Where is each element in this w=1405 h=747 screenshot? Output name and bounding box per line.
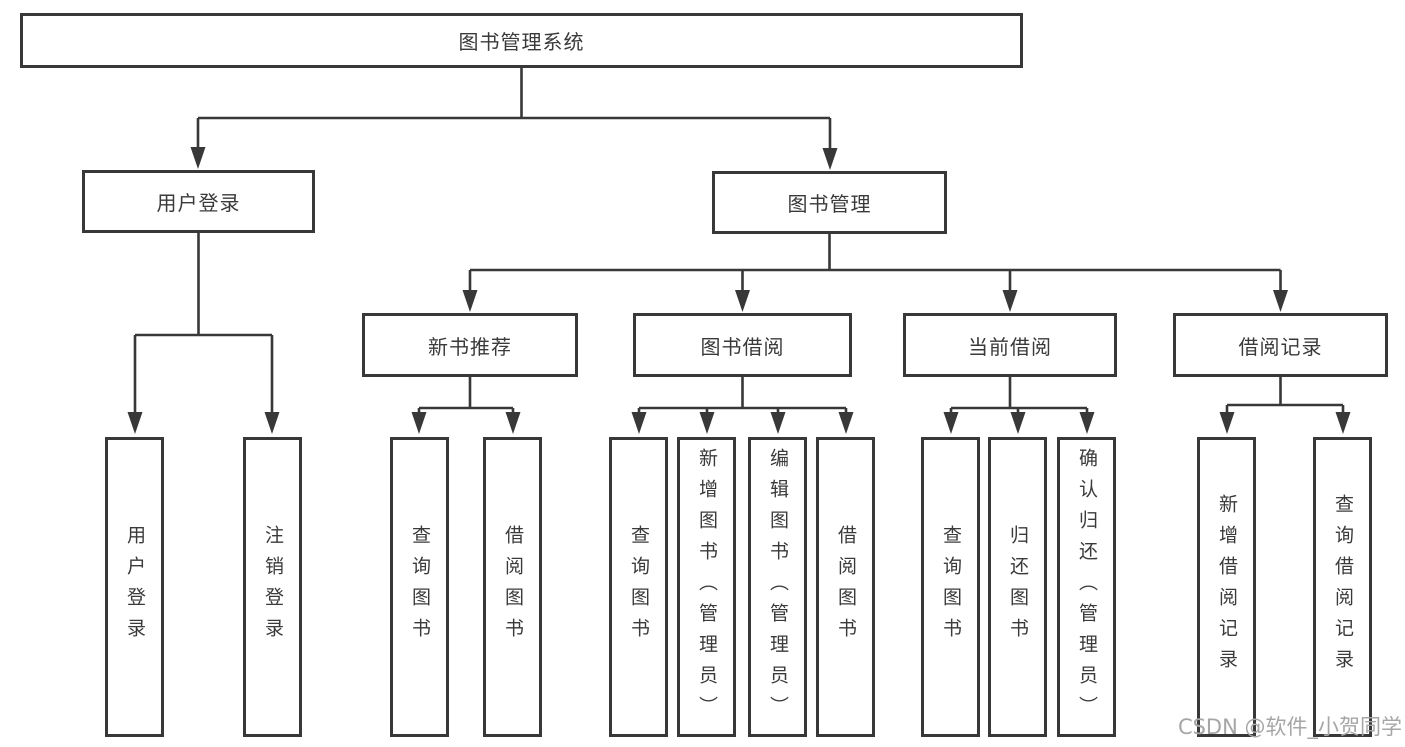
leaf-label: 借阅图书 bbox=[835, 525, 857, 649]
connector-current bbox=[949, 377, 1089, 413]
leaf-add-books-admin: 新增图书（管理员） bbox=[677, 437, 736, 737]
node-book-management: 图书管理 bbox=[712, 171, 947, 234]
leaf-query-borrow-record: 查询借阅记录 bbox=[1313, 437, 1372, 737]
node-label: 图书管理系统 bbox=[458, 30, 585, 54]
leaf-user-login: 用户登录 bbox=[105, 437, 164, 737]
arrowhead bbox=[822, 148, 838, 170]
leaf-label: 编辑图书（管理员） bbox=[767, 447, 789, 727]
leaf-label: 新增图书（管理员） bbox=[696, 447, 718, 727]
node-book-borrow: 图书借阅 bbox=[633, 313, 852, 377]
node-label: 借阅记录 bbox=[1238, 334, 1323, 359]
arrowhead bbox=[943, 412, 959, 434]
node-root-system: 图书管理系统 bbox=[20, 13, 1023, 68]
leaf-label: 注销登录 bbox=[262, 525, 284, 649]
node-current-borrow: 当前借阅 bbox=[903, 313, 1117, 377]
connector-records bbox=[1225, 377, 1345, 413]
leaf-logout: 注销登录 bbox=[243, 437, 302, 737]
leaf-borrow-books: 借阅图书 bbox=[483, 437, 542, 737]
leaf-label: 新增借阅记录 bbox=[1216, 494, 1238, 680]
leaf-label: 查询图书 bbox=[409, 525, 431, 649]
connector-root bbox=[196, 68, 832, 150]
connector-login bbox=[133, 233, 274, 413]
arrowhead bbox=[127, 412, 143, 434]
leaf-query-books: 查询图书 bbox=[390, 437, 449, 737]
leaf-label: 查询图书 bbox=[628, 525, 650, 649]
arrowhead bbox=[1335, 412, 1351, 434]
arrowhead bbox=[1273, 290, 1288, 312]
arrowhead bbox=[462, 290, 478, 312]
leaf-label: 借阅图书 bbox=[502, 525, 524, 649]
node-label: 当前借阅 bbox=[968, 334, 1052, 359]
leaf-confirm-return-admin: 确认归还（管理员） bbox=[1057, 437, 1116, 737]
arrowhead bbox=[735, 290, 750, 312]
arrowhead bbox=[1002, 290, 1018, 312]
leaf-query-books: 查询图书 bbox=[609, 437, 668, 737]
arrowhead bbox=[770, 412, 786, 434]
leaf-return-books: 归还图书 bbox=[988, 437, 1047, 737]
arrowhead bbox=[1079, 412, 1095, 434]
arrowhead bbox=[190, 147, 206, 169]
leaf-query-books: 查询图书 bbox=[921, 437, 980, 737]
node-new-book-recommend: 新书推荐 bbox=[362, 313, 578, 377]
leaf-borrow-books: 借阅图书 bbox=[816, 437, 875, 737]
leaf-edit-books-admin: 编辑图书（管理员） bbox=[748, 437, 807, 737]
arrowhead bbox=[1219, 412, 1235, 434]
leaf-label: 用户登录 bbox=[124, 525, 146, 649]
node-borrow-records: 借阅记录 bbox=[1173, 313, 1388, 377]
arrowhead bbox=[699, 412, 715, 434]
arrowhead bbox=[505, 412, 521, 434]
arrowhead bbox=[264, 412, 280, 434]
leaf-add-borrow-record: 新增借阅记录 bbox=[1197, 437, 1256, 737]
connector-newbook bbox=[417, 377, 515, 413]
arrowhead bbox=[838, 412, 854, 434]
node-label: 新书推荐 bbox=[428, 334, 512, 359]
leaf-label: 确认归还（管理员） bbox=[1076, 447, 1098, 727]
arrowhead bbox=[1010, 412, 1026, 434]
connector-management bbox=[468, 234, 1282, 291]
csdn-watermark: CSDN @软件_小贺同学 bbox=[1177, 715, 1402, 739]
leaf-label: 查询图书 bbox=[940, 525, 962, 649]
node-label: 图书借阅 bbox=[700, 334, 785, 359]
node-label: 图书管理 bbox=[787, 192, 872, 216]
arrowhead bbox=[631, 412, 647, 434]
leaf-label: 查询借阅记录 bbox=[1332, 494, 1354, 680]
leaf-label: 归还图书 bbox=[1007, 525, 1029, 649]
connector-borrow bbox=[637, 377, 848, 413]
node-user-login: 用户登录 bbox=[82, 170, 315, 233]
node-label: 用户登录 bbox=[156, 191, 241, 215]
arrowhead bbox=[411, 412, 427, 434]
